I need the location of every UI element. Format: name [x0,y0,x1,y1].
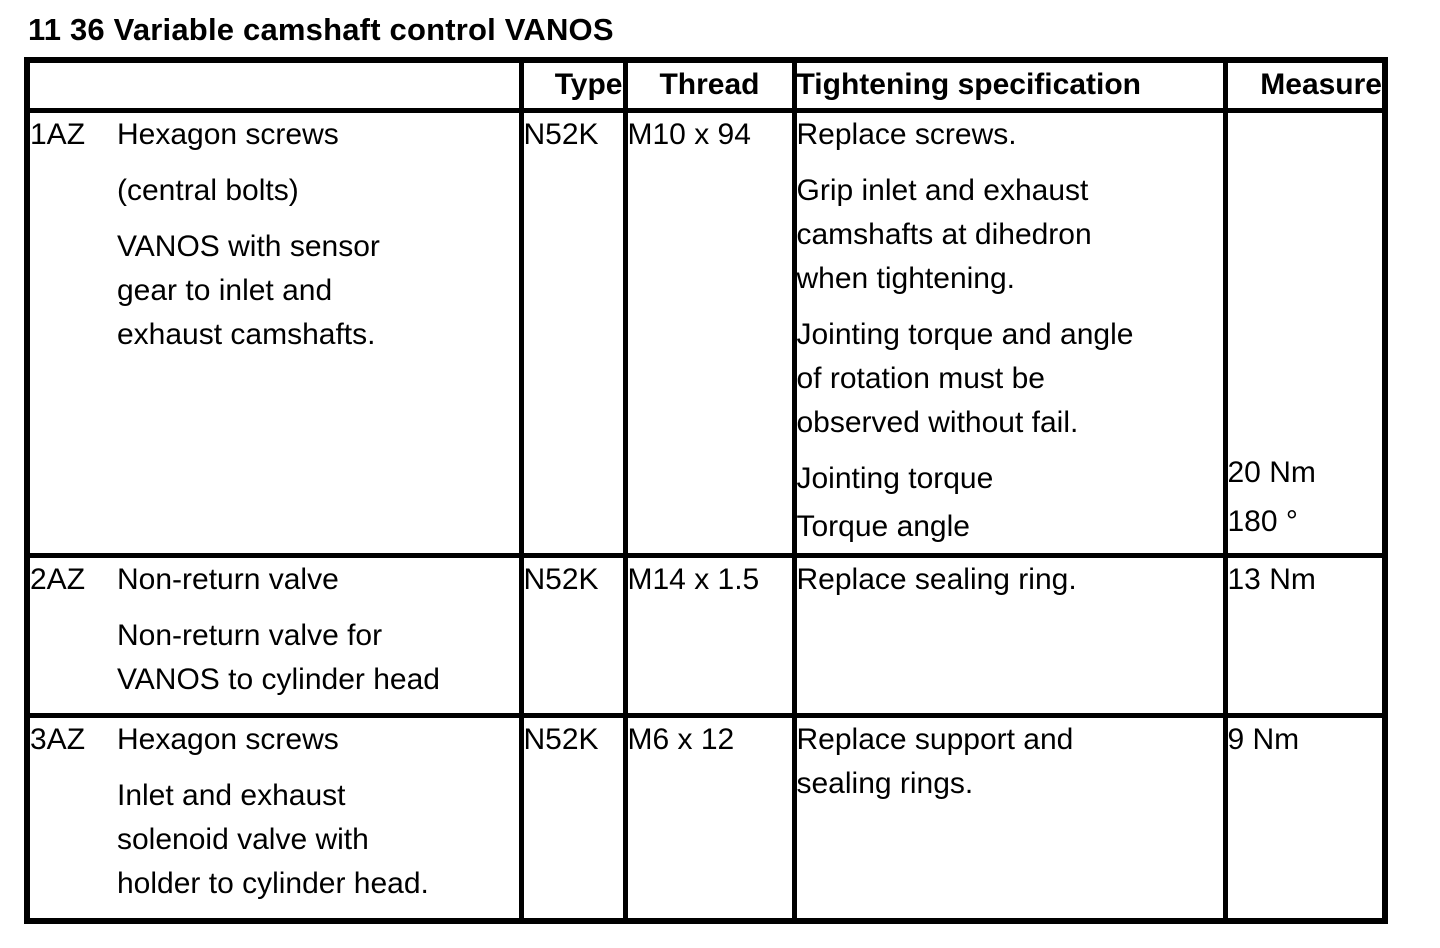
column-header-tightening-specification: Tightening specification [791,57,1228,113]
description-paragraph: Non-return valve for VANOS to cylinder h… [117,618,440,696]
thread-cell: M10 x 94 [622,107,797,558]
description-paragraph: Hexagon screws [117,117,339,151]
measure-cell: 13 Nm [1222,552,1388,718]
item-cell: 1AZ Hexagon screws (central bolts) VANOS… [24,107,524,558]
measure-value: 180 ° [1227,504,1298,538]
spec-paragraph-jointing-torque: Jointing torque [796,461,994,495]
table-row-2az: 2AZ Non-return valve Non-return valve fo… [24,552,1388,718]
item-cell: 2AZ Non-return valve Non-return valve fo… [24,552,524,718]
item-id: 1AZ [30,117,86,151]
column-header-item [24,57,524,113]
measure-value: 13 Nm [1227,562,1316,596]
item-description: Hexagon screws (central bolts) VANOS wit… [117,115,512,357]
column-header-thread: Thread [622,57,797,113]
description-paragraph: VANOS with sensor gear to inlet and exha… [117,229,380,351]
type-cell: N52K [518,712,628,924]
description-paragraph: Inlet and exhaust solenoid valve with ho… [117,778,429,900]
spec-paragraph: Jointing torque and angle of rotation mu… [796,317,1134,439]
measure-cell: 20 Nm 180 ° [1222,107,1388,558]
item-description: Non-return valve Non-return valve for VA… [117,560,512,702]
tightening-spec-cell: Replace sealing ring. [791,552,1228,718]
page-title: 11 36 Variable camshaft control VANOS [28,12,614,47]
spec-paragraph: Grip inlet and exhaust camshafts at dihe… [796,173,1092,295]
table-row-3az: 3AZ Hexagon screws Inlet and exhaust sol… [24,712,1388,924]
measure-value: 9 Nm [1227,722,1300,756]
tightening-spec-cell: Replace screws. Grip inlet and exhaust c… [791,107,1228,558]
measure-cell: 9 Nm [1222,712,1388,924]
description-paragraph: (central bolts) [117,173,299,207]
thread-cell: M6 x 12 [622,712,797,924]
thread-cell: M14 x 1.5 [622,552,797,718]
spec-paragraph-torque-angle: Torque angle [796,509,970,543]
column-header-type: Type [518,57,628,113]
item-id: 2AZ [30,562,86,596]
column-header-measure: Measure [1222,57,1388,113]
type-cell: N52K [518,552,628,718]
item-cell: 3AZ Hexagon screws Inlet and exhaust sol… [24,712,524,924]
spec-paragraph: Replace support and sealing rings. [796,722,1074,800]
type-cell: N52K [518,107,628,558]
table-row-1az: 1AZ Hexagon screws (central bolts) VANOS… [24,107,1388,558]
spec-paragraph: Replace sealing ring. [796,562,1077,596]
table-header-row: Type Thread Tightening specification Mea… [24,57,1388,113]
measure-value: 20 Nm [1227,455,1316,489]
description-paragraph: Hexagon screws [117,722,339,756]
spec-paragraph: Replace screws. [796,117,1017,151]
tightening-spec-cell: Replace support and sealing rings. [791,712,1228,924]
torque-spec-table: Type Thread Tightening specification Mea… [24,57,1388,924]
item-description: Hexagon screws Inlet and exhaust solenoi… [117,720,512,906]
description-paragraph: Non-return valve [117,562,339,596]
item-id: 3AZ [30,722,86,756]
